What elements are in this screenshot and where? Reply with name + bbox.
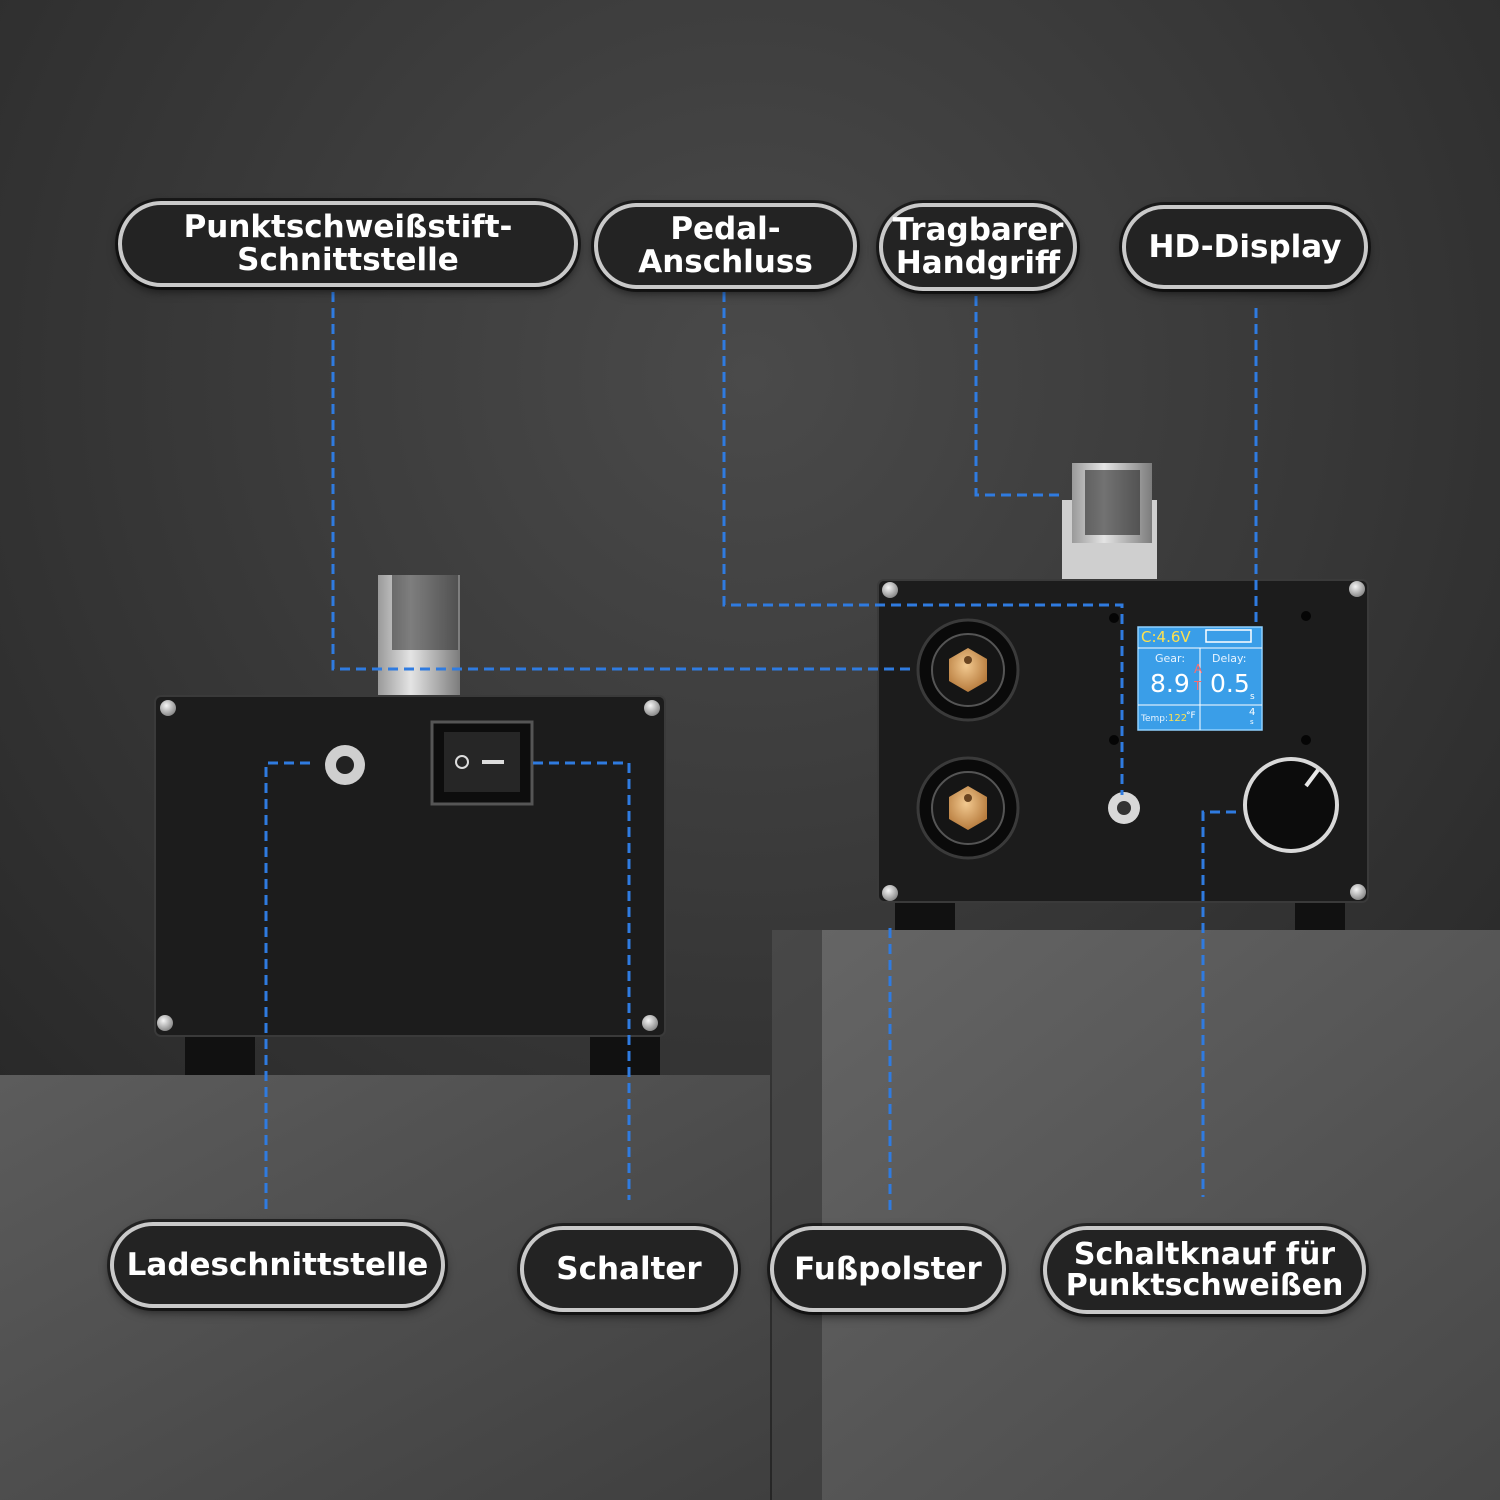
rear-device [154, 575, 666, 1075]
label-knob-text: Schaltknauf für Punktschweißen [1065, 1236, 1344, 1303]
charging-port[interactable] [325, 745, 365, 785]
leader-switch [533, 761, 631, 1200]
label-foot-pad-text: Fußpolster [794, 1250, 982, 1287]
front-device: C:4.6V Gear: Delay: 8.9 0.5 s A T Temp: … [877, 463, 1369, 930]
label-switch: Schalter [520, 1226, 738, 1312]
spot-weld-knob[interactable] [1243, 757, 1339, 853]
lcd-count-unit: s [1250, 718, 1254, 726]
lcd-gear-value: 8.9 [1150, 669, 1190, 698]
label-knob: Schaltknauf für Punktschweißen [1043, 1226, 1366, 1314]
leader-pen-interface [331, 292, 910, 671]
right-concrete-block [772, 930, 1500, 1500]
power-switch[interactable] [430, 720, 534, 806]
leader-knob [1201, 810, 1236, 1197]
lcd-temp-label: Temp: [1140, 714, 1168, 724]
label-foot-pad: Fußpolster [770, 1226, 1006, 1312]
leader-pedal-port [722, 292, 1124, 795]
lcd-delay-label: Delay: [1212, 652, 1246, 665]
label-switch-text: Schalter [556, 1250, 702, 1287]
label-handle-text: Tragbarer Handgriff [892, 212, 1064, 281]
battery-icon [1205, 629, 1252, 643]
lcd-mode-t: T [1193, 679, 1202, 693]
label-charging-port-text: Ladeschnittstelle [126, 1246, 429, 1283]
welding-pen-terminal-top[interactable] [916, 618, 1020, 722]
label-handle: Tragbarer Handgriff [879, 203, 1077, 291]
lcd-temp-unit: °F [1186, 711, 1196, 721]
lcd-mode-a: A [1194, 662, 1203, 676]
lcd-delay-unit: s [1250, 692, 1255, 702]
rear-panel [154, 695, 666, 1037]
lcd-delay-value: 0.5 [1210, 669, 1250, 698]
welding-pen-terminal-bottom[interactable] [916, 756, 1020, 860]
right-block-side-shadow [772, 930, 822, 1500]
label-pedal-port-text: Pedal- Anschluss [638, 211, 813, 280]
lcd-temp-value: 122 [1168, 713, 1187, 724]
hd-display: C:4.6V Gear: Delay: 8.9 0.5 s A T Temp: … [1137, 626, 1263, 731]
label-pen-interface-text: Punktschweißstift- Schnittstelle [183, 209, 513, 278]
label-display-text: HD-Display [1148, 228, 1342, 265]
pedal-port[interactable] [1108, 792, 1140, 824]
lcd-voltage: C:4.6V [1141, 628, 1191, 646]
label-charging-port: Ladeschnittstelle [110, 1222, 445, 1308]
label-pedal-port: Pedal- Anschluss [594, 203, 857, 289]
lcd-count-value: 4 [1249, 707, 1255, 718]
leader-lines [264, 292, 1258, 1215]
leader-charging-port [264, 761, 310, 1215]
lcd-gear-label: Gear: [1155, 652, 1185, 665]
leader-handle [974, 296, 1062, 497]
label-pen-interface: Punktschweißstift- Schnittstelle [118, 201, 578, 287]
label-display: HD-Display [1122, 205, 1368, 289]
